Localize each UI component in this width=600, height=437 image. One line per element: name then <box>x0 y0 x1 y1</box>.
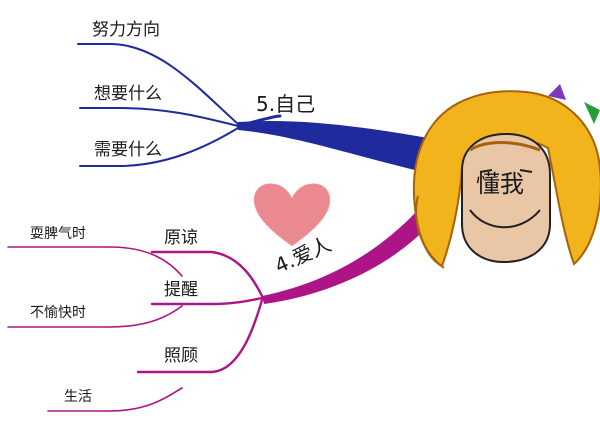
heart-icon <box>253 183 331 247</box>
branch-self-trunk <box>238 120 440 176</box>
branch-love-child-2: 提醒 <box>164 280 198 300</box>
branch-self-child-2: 想要什么 <box>94 84 162 104</box>
cartoon-face-icon <box>412 84 600 269</box>
branch-love-subchild-2: 不愉快时 <box>30 305 86 321</box>
branch-love-subchild-1: 耍脾气时 <box>30 226 86 242</box>
branch-love-subchild-3: 生活 <box>64 389 92 405</box>
branch-love-child-1: 原谅 <box>164 228 198 248</box>
branch-love-lines <box>7 246 264 412</box>
branch-love-trunk <box>262 210 432 304</box>
branch-self-child-3: 需要什么 <box>94 140 162 160</box>
branch-self-label: 5.自己 <box>256 92 316 116</box>
branch-self-child-1: 努力方向 <box>92 20 160 40</box>
branch-love-child-3: 照顾 <box>164 346 198 366</box>
center-topic: 懂我 <box>476 170 524 198</box>
